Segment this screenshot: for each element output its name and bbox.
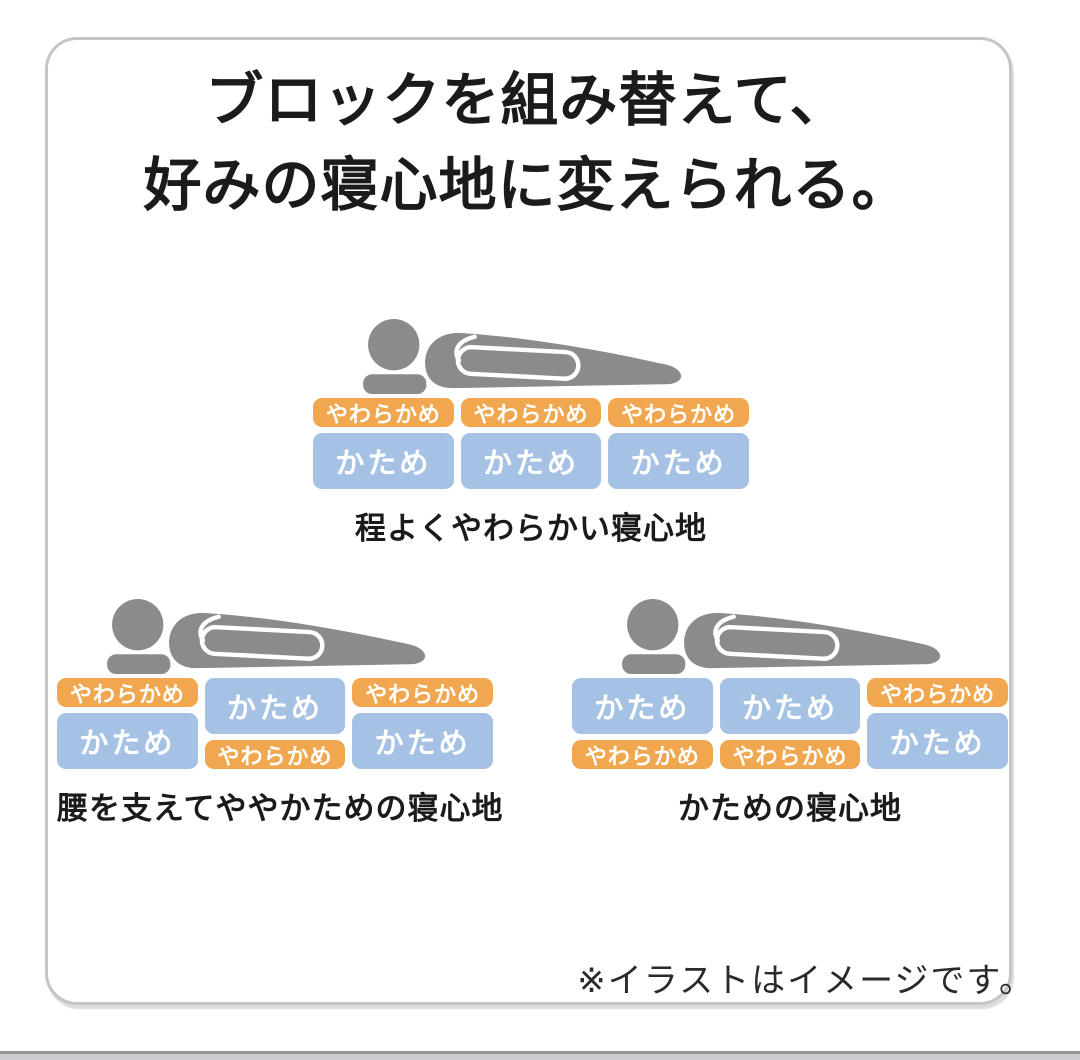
disclaimer-note: ※イラストはイメージです。 <box>577 962 1035 1000</box>
block-soft: やわらかめ <box>867 678 1009 707</box>
block-firm: かため <box>608 433 750 489</box>
block-firm: かため <box>57 713 198 769</box>
block-column: かため やわらかめ <box>204 678 346 769</box>
figure-caption: 程よくやわらかい寝心地 <box>355 511 707 546</box>
block-firm: かため <box>313 433 454 489</box>
figure-waist-support-firm: やわらかめ かため かため やわらかめ やわらかめ かため 腰を支えてややかため… <box>57 598 504 828</box>
block-firm: かため <box>572 678 713 734</box>
block-grid: やわらかめ かため かため やわらかめ やわらかめ かため <box>57 678 494 769</box>
block-soft: やわらかめ <box>572 740 713 769</box>
block-firm: かため <box>204 678 346 734</box>
block-column: やわらかめ かため <box>352 678 494 769</box>
page-title-line2: 好みの寝心地に変えられる。 <box>143 153 911 218</box>
block-soft: やわらかめ <box>460 398 602 427</box>
block-column: やわらかめ かため <box>313 398 454 489</box>
block-soft: やわらかめ <box>204 740 346 769</box>
block-soft: やわらかめ <box>352 678 494 707</box>
block-column: やわらかめ かため <box>608 398 750 489</box>
block-soft: やわらかめ <box>608 398 750 427</box>
bottom-edge-bar <box>0 1051 1080 1060</box>
block-firm: かため <box>352 713 494 769</box>
block-column: やわらかめ かため <box>57 678 198 769</box>
block-firm: かため <box>719 678 861 734</box>
figure-moderately-soft: やわらかめ かため やわらかめ かため やわらかめ かため 程よくやわらかい寝心… <box>313 318 750 548</box>
sleeping-person-icon <box>622 598 958 677</box>
block-column: やわらかめ かため <box>867 678 1009 769</box>
block-firm: かため <box>460 433 602 489</box>
page-title-line1: ブロックを組み替えて、 <box>205 68 849 133</box>
block-column: かため やわらかめ <box>719 678 861 769</box>
card-frame <box>45 37 1012 1005</box>
figure-caption: 腰を支えてややかための寝心地 <box>57 791 504 826</box>
block-firm: かため <box>867 713 1009 769</box>
figure-firm: かため やわらかめ かため やわらかめ やわらかめ かため かための寝心地 <box>572 598 1009 828</box>
sleeping-person-icon <box>363 318 699 397</box>
block-soft: やわらかめ <box>57 678 198 707</box>
block-column: やわらかめ かため <box>460 398 602 489</box>
block-soft: やわらかめ <box>719 740 861 769</box>
block-column: かため やわらかめ <box>572 678 713 769</box>
block-soft: やわらかめ <box>313 398 454 427</box>
block-grid: かため やわらかめ かため やわらかめ やわらかめ かため <box>572 678 1009 769</box>
block-grid: やわらかめ かため やわらかめ かため やわらかめ かため <box>313 398 750 489</box>
figure-caption: かための寝心地 <box>678 791 902 826</box>
sleeping-person-icon <box>107 598 443 677</box>
page-title: ブロックを組み替えて、 好みの寝心地に変えられる。 <box>45 58 1009 228</box>
